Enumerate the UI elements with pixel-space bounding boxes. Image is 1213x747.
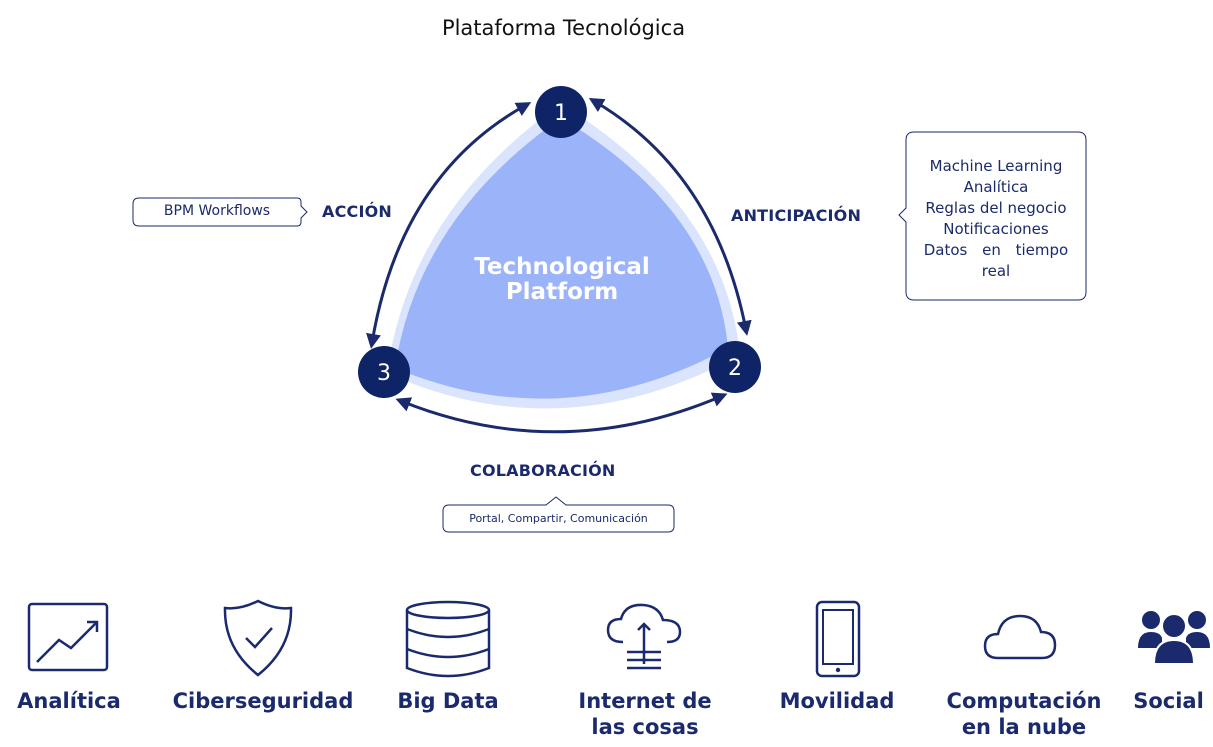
stage-label-accion: ACCIÓN — [322, 202, 393, 221]
category-label-internet-de-las-cosas: Internet de las cosas — [557, 688, 733, 740]
node-2: 2 — [709, 341, 761, 393]
category-label-line: Social — [1133, 689, 1204, 713]
analytics-chart-icon — [27, 602, 109, 672]
arrow-3-to-1 — [366, 102, 532, 349]
center-label-line-2: Platform — [506, 279, 618, 305]
category-label-line: Internet de — [578, 689, 712, 713]
cloud-icon — [982, 612, 1058, 662]
database-icon — [404, 600, 492, 678]
users-icon — [1138, 606, 1210, 664]
category-label-big-data: Big Data — [378, 688, 518, 714]
category-label-line: Analítica — [17, 689, 121, 713]
node-2-number: 2 — [728, 356, 742, 381]
category-label-line: Big Data — [397, 689, 499, 713]
callout-item: Analítica — [963, 178, 1029, 196]
stage-label-colaboracion: COLABORACIÓN — [470, 461, 616, 480]
callout-item: real — [981, 262, 1011, 280]
callout-item: Machine Learning — [929, 157, 1063, 175]
category-label-line: Computación — [946, 689, 1102, 713]
callout-item: Datos en tiempo — [923, 241, 1069, 259]
node-1-number: 1 — [554, 101, 568, 126]
category-label-movilidad: Movilidad — [762, 688, 912, 714]
node-1: 1 — [535, 86, 587, 138]
callout-item: Notificaciones — [943, 220, 1049, 238]
callout-item: Reglas del negocio — [925, 199, 1067, 217]
platform-cycle-diagram: Technological Platform 1 2 3 — [132, 86, 1087, 533]
smartphone-icon — [815, 600, 861, 678]
center-label-line-1: Technological — [474, 254, 650, 280]
cloud-upload-icon — [605, 602, 683, 678]
page-title: Plataforma Tecnológica — [441, 16, 686, 40]
side-callout-box — [898, 131, 1087, 301]
category-label-ciberseguridad: Ciberseguridad — [158, 688, 368, 714]
callout-colaboracion: Portal, Compartir, Comunicación — [469, 512, 648, 525]
arrow-2-to-3 — [395, 392, 728, 434]
category-label-computacion-en-la-nube: Computación en la nube — [926, 688, 1122, 740]
category-label-analitica: Analítica — [0, 688, 138, 714]
node-3-number: 3 — [377, 361, 391, 386]
category-label-line: Ciberseguridad — [172, 689, 354, 713]
category-label-line: las cosas — [591, 715, 699, 739]
portal-callout-box — [442, 496, 675, 533]
category-label-social: Social — [1124, 688, 1213, 714]
stage-label-anticipacion: ANTICIPACIÓN — [731, 206, 862, 225]
arrow-1-to-2 — [588, 97, 752, 336]
node-3: 3 — [358, 346, 410, 398]
category-label-line: en la nube — [961, 715, 1087, 739]
category-label-line: Movilidad — [779, 689, 895, 713]
bpm-callout-box — [132, 197, 308, 227]
callout-anticipacion-list: Machine Learning Analítica Reglas del ne… — [906, 156, 1086, 282]
callout-bpm-workflows: BPM Workflows — [163, 203, 271, 219]
shield-check-icon — [222, 598, 294, 678]
